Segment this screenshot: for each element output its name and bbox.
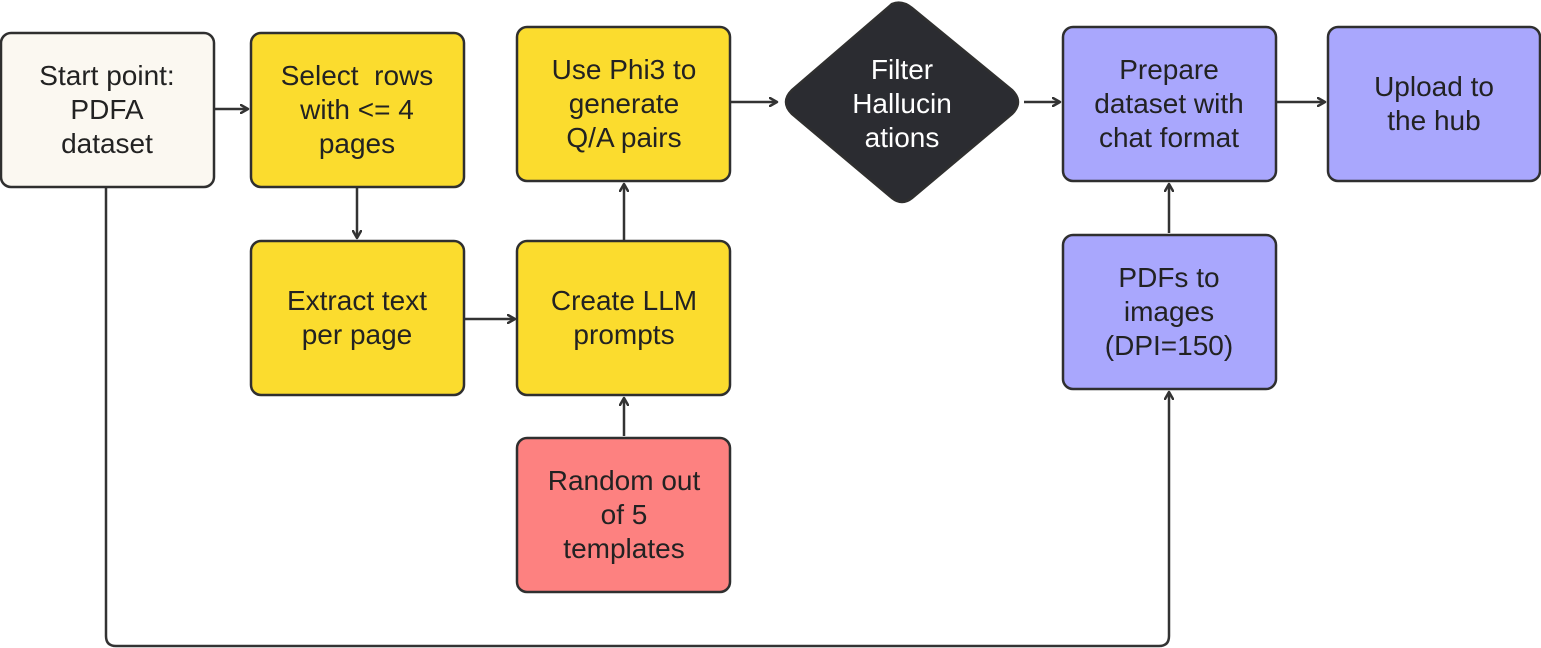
node-label-line: generate (569, 88, 680, 119)
node-label-line: of 5 (601, 499, 648, 530)
node-label-line: (DPI=150) (1105, 330, 1233, 361)
node-label-line: dataset (61, 128, 153, 159)
node-label-line: Upload to (1374, 71, 1494, 102)
node-label-line: templates (563, 533, 684, 564)
node-label-line: Use Phi3 to (552, 54, 697, 85)
node-label-line: Extract text (287, 285, 427, 316)
node-label-line: per page (302, 319, 413, 350)
node-label-line: Start point: (39, 60, 174, 91)
node-label-line: chat format (1099, 122, 1239, 153)
node-label-line: prompts (573, 319, 674, 350)
node-label-line: the hub (1387, 105, 1480, 136)
node-label-line: Create LLM (551, 285, 697, 316)
node-label-line: PDFA (70, 94, 143, 125)
node-label-line: PDFs to (1118, 262, 1219, 293)
node-label-line: Hallucin (852, 88, 952, 119)
node-label-line: images (1124, 296, 1214, 327)
node-label-line: Random out (548, 465, 701, 496)
edges (104, 102, 1325, 648)
node-label-line: Q/A pairs (566, 122, 681, 153)
node-label-line: ations (865, 122, 940, 153)
node-label-line: with <= 4 (299, 94, 414, 125)
node-label-line: Select rows (281, 60, 434, 91)
node-label-line: Filter (871, 54, 933, 85)
node-label-line: dataset with (1094, 88, 1243, 119)
node-label-line: Prepare (1119, 54, 1219, 85)
edge-start-to-images (104, 188, 1169, 648)
node-label-line: pages (319, 128, 395, 159)
